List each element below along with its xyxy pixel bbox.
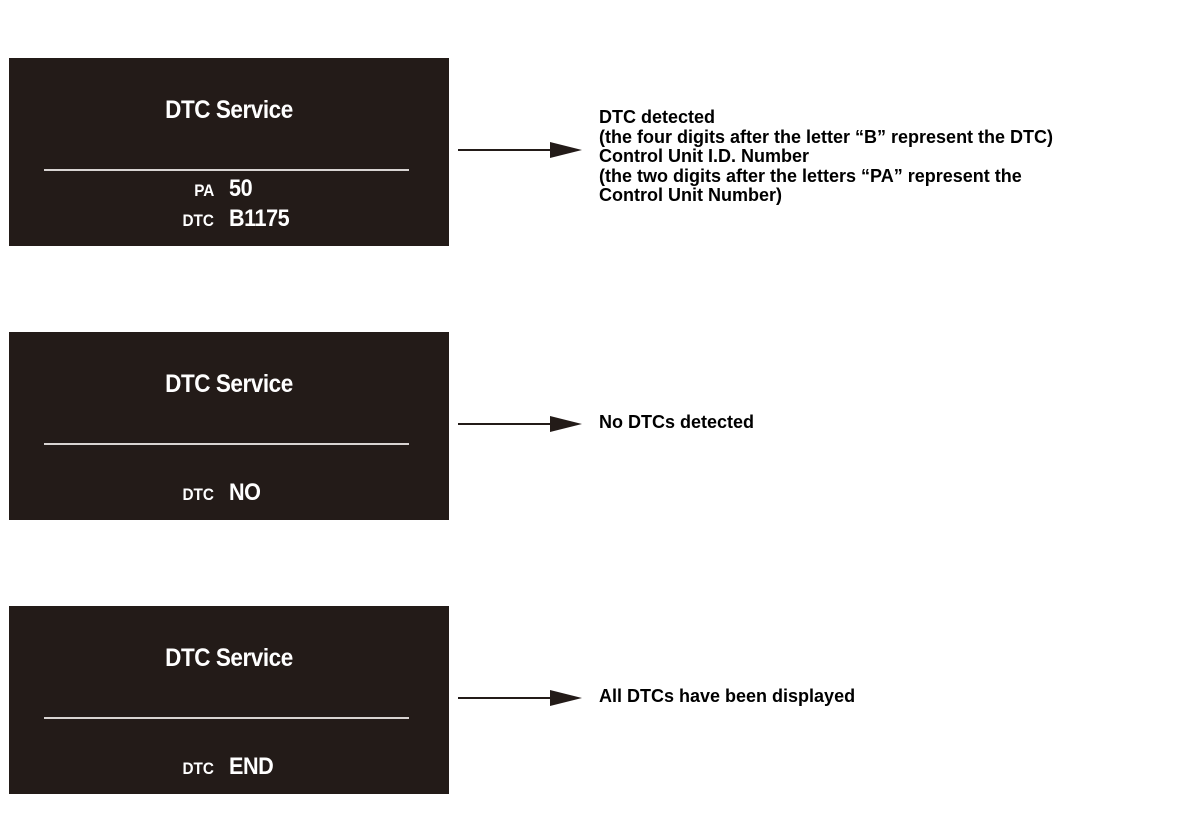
dtc-value: NO (229, 479, 261, 506)
description-line: (the four digits after the letter “B” re… (599, 126, 1054, 147)
dtc-label: DTC (182, 485, 214, 504)
pa-label: PA (193, 181, 214, 200)
display-panel-dtc-detected: DTC Service PA 50 DTC B1175 (9, 58, 449, 246)
dtc-value: B1175 (229, 205, 290, 232)
dtc-row: DTC B1175 (9, 203, 449, 233)
panel-title: DTC Service (165, 370, 293, 398)
display-panel-no-dtc: DTC Service DTC NO (9, 332, 449, 520)
description-line: Control Unit I.D. Number (599, 146, 809, 166)
dtc-label: DTC (182, 759, 214, 778)
divider-line (44, 717, 409, 719)
description-line: All DTCs have been displayed (599, 686, 856, 706)
dtc-row: DTC END (9, 751, 449, 781)
description-line: (the two digits after the letters “PA” r… (599, 165, 1022, 186)
divider-line (44, 443, 409, 445)
description-line: DTC detected (599, 107, 716, 127)
arrow-right-icon (458, 690, 582, 706)
description-line: Control Unit Number) (599, 185, 782, 205)
description-no-dtc: No DTCs detected (599, 412, 755, 433)
description-dtc-end: All DTCs have been displayed (599, 686, 856, 707)
description-line: No DTCs detected (599, 412, 755, 432)
arrow-right-icon (458, 416, 582, 432)
divider-line (44, 169, 409, 171)
pa-value: 50 (229, 175, 253, 202)
panel-title: DTC Service (165, 644, 293, 672)
arrow-right-icon (458, 142, 582, 158)
description-dtc-detected: DTC detected (the four digits after the … (599, 107, 1054, 206)
dtc-label: DTC (182, 211, 214, 230)
display-panel-dtc-end: DTC Service DTC END (9, 606, 449, 794)
pa-row: PA 50 (9, 173, 449, 203)
dtc-value: END (229, 753, 274, 780)
dtc-row: DTC NO (9, 477, 449, 507)
panel-title: DTC Service (165, 96, 293, 124)
